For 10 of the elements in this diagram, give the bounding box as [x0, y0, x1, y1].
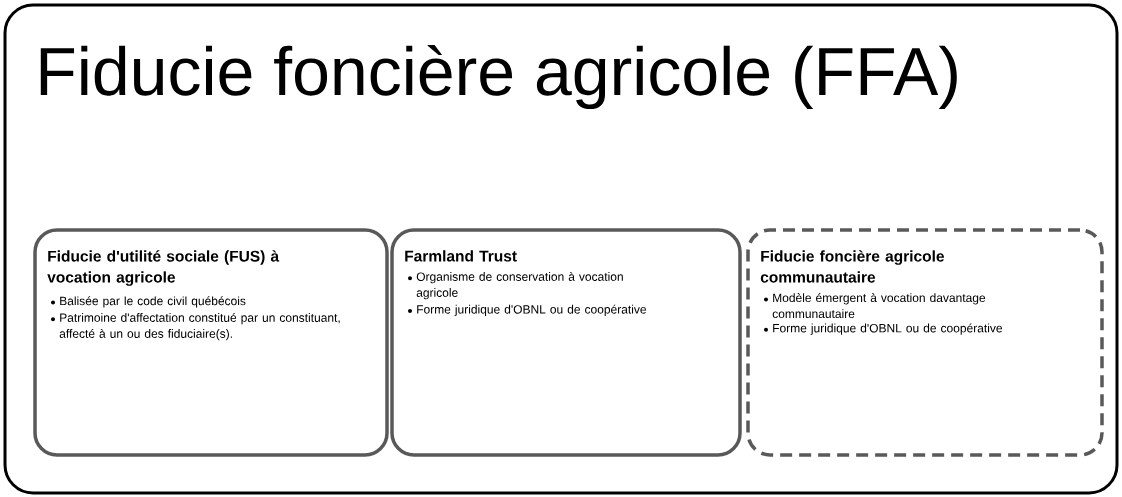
- card-heading: Fiducie d'utilité sociale (FUS) à vocation agricole: [47, 250, 280, 286]
- bullet-item: Organisme de conservation à vocation agricole: [416, 272, 623, 300]
- bullet-item: Balisée par le code civil québécois: [60, 296, 246, 308]
- bullet-item: Forme juridique d'OBNL ou de coopérative: [417, 304, 647, 317]
- bullet-item: Patrimoine d'affectation constitué par un constituant, affecté à un ou des fiduciaire(s).: [59, 312, 340, 341]
- card-heading: Fiducie foncière agricole communautaire: [760, 250, 944, 283]
- bullet-item: Forme juridique d'OBNL ou de coopérative: [773, 323, 1002, 335]
- bullet-item: Modèle émergent à vocation davantage communautaire: [772, 293, 986, 319]
- title: Fiducie foncière agricole (FFA): [40, 44, 957, 110]
- card-heading: Farmland Trust: [405, 250, 517, 262]
